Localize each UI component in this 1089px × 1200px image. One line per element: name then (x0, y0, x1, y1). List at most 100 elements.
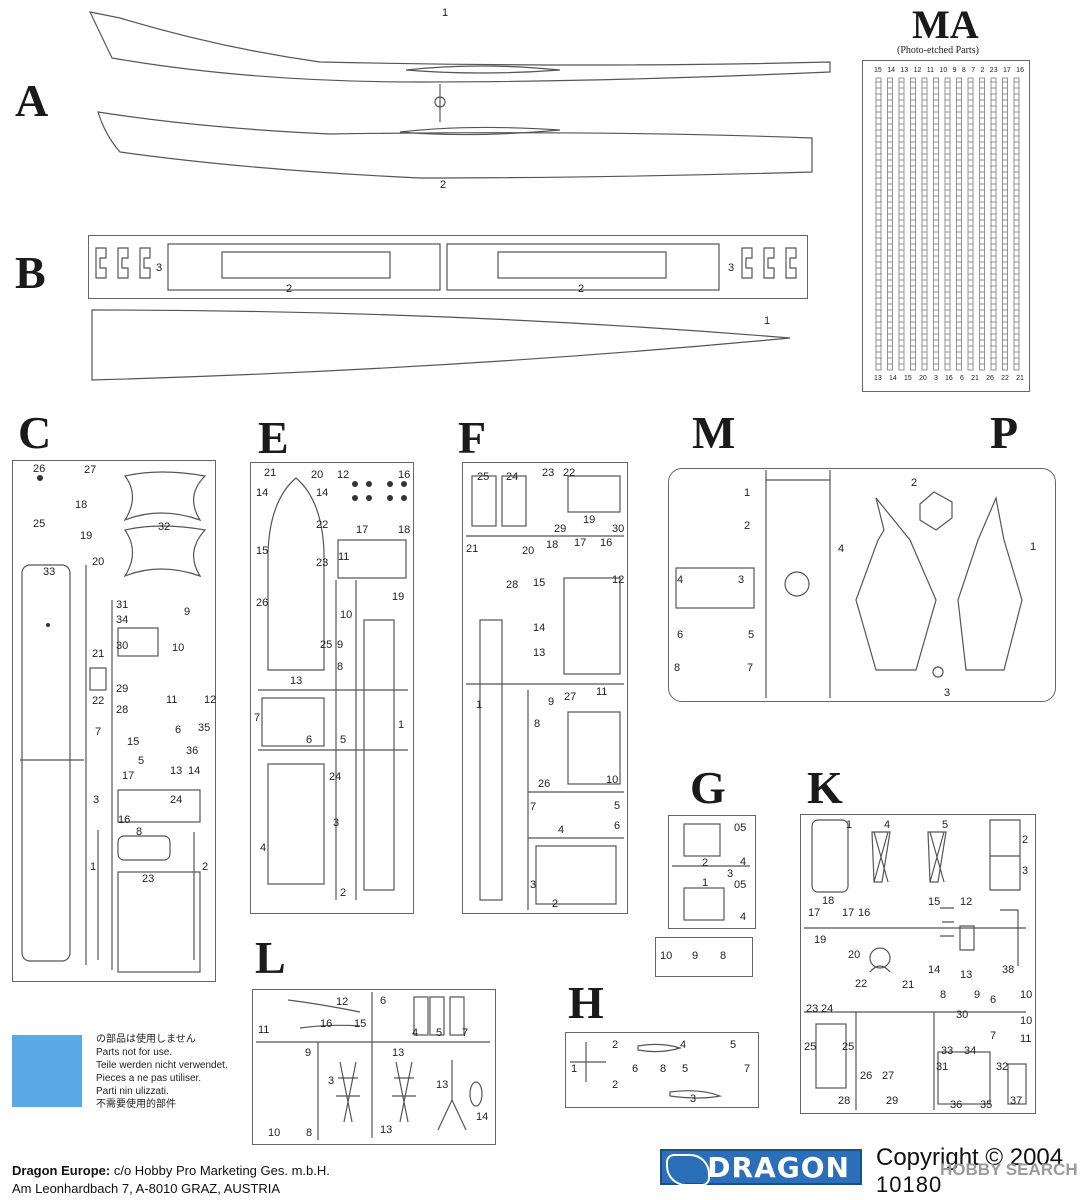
part-label: 14 (476, 1111, 489, 1123)
sprue-letter-h: H (568, 977, 604, 1028)
part-label: 7 (990, 1030, 997, 1042)
part-label: 12 (612, 574, 625, 586)
part-label: 27 (84, 464, 97, 476)
part-label: 19 (392, 591, 405, 603)
part-label: 17 (842, 907, 855, 919)
part-label: 22 (563, 467, 576, 479)
part-label: 36 (186, 745, 199, 757)
part-label: 13 (170, 765, 183, 777)
part-label: 2 (578, 283, 585, 295)
part-label: 2 (702, 857, 709, 869)
part-label: 3 (690, 1093, 697, 1105)
part-label: 13 (380, 1124, 393, 1136)
part-label: 24 (506, 471, 519, 483)
part-label: 26 (860, 1070, 873, 1082)
part-label: 15 (127, 736, 140, 748)
part-label: 20 (92, 556, 105, 568)
part-label: 8 (534, 718, 541, 730)
part-label: 15 (256, 545, 269, 557)
part-label: 18 (822, 895, 835, 907)
ma-number: 21 (971, 375, 979, 382)
part-label: 34 (116, 614, 129, 626)
part-label: 7 (530, 801, 537, 813)
legend-line-fr: Pieces a ne pas utiliser. (96, 1073, 202, 1084)
part-label: 26 (33, 463, 46, 475)
sprue-l-frame (252, 989, 496, 1145)
part-label: 6 (380, 995, 387, 1007)
ma-subtitle: (Photo-etched Parts) (897, 45, 979, 56)
part-label: 13 (392, 1047, 405, 1059)
part-label: 9 (692, 950, 699, 962)
part-label: 22 (855, 978, 868, 990)
sprue-letter-m: M (692, 407, 736, 458)
part-label: 1 (846, 819, 853, 831)
part-label: 8 (720, 950, 727, 962)
part-label: 1 (1030, 541, 1037, 553)
part-label: 33 (43, 566, 56, 578)
ma-number: 20 (918, 375, 927, 382)
part-label: 3 (727, 868, 734, 880)
part-label: 24 (170, 794, 183, 806)
part-label: 05 (734, 822, 747, 834)
part-label: 05 (734, 879, 747, 891)
part-label: 2 (1022, 834, 1029, 846)
part-label: 15 (928, 896, 941, 908)
part-label: 25 (477, 471, 490, 483)
part-label: 20 (311, 469, 324, 481)
part-label: 8 (674, 662, 681, 674)
part-label: 4 (740, 911, 747, 923)
part-label: 2 (286, 283, 293, 295)
part-label: 1 (398, 719, 405, 731)
footer-company-care-of: c/o Hobby Pro Marketing Ges. m.b.H. (110, 1163, 330, 1178)
part-label: 9 (184, 606, 191, 618)
part-label: 10 (660, 950, 673, 962)
sprue-letter-f: F (458, 412, 487, 463)
part-label: 1 (90, 861, 97, 873)
part-label: 5 (138, 755, 145, 767)
ma-number: 9 (952, 67, 957, 74)
sprue-letter-p: P (990, 407, 1019, 458)
footer-company-line: Dragon Europe: c/o Hobby Pro Marketing G… (12, 1162, 330, 1180)
part-label: 4 (558, 824, 565, 836)
part-label: 10 (1020, 1015, 1033, 1027)
part-label: 1 (476, 699, 483, 711)
ma-number: 21 (1016, 375, 1024, 382)
part-label: 11 (258, 1024, 270, 1036)
part-label: 2 (612, 1039, 619, 1051)
copyright: Copyright © 2004 (876, 1144, 1064, 1171)
legend-swatch (12, 1035, 82, 1107)
part-label: 3 (1022, 865, 1029, 877)
ma-number: 11 (926, 67, 935, 74)
part-label: 20 (522, 545, 535, 557)
part-label: 2 (340, 887, 347, 899)
ma-number: 16 (945, 375, 953, 382)
part-label: 2 (911, 477, 918, 489)
part-label: 28 (506, 579, 519, 591)
part-label: 2 (202, 861, 209, 873)
part-label: 29 (116, 683, 129, 695)
part-label: 10 (340, 609, 353, 621)
part-label: 18 (546, 539, 559, 551)
part-label: 18 (398, 524, 411, 536)
part-label: 2 (440, 179, 447, 191)
part-label: 1 (744, 487, 751, 499)
sprue-letter-c: C (18, 407, 52, 458)
part-label: 5 (682, 1063, 689, 1075)
part-label: 25 (842, 1041, 855, 1053)
part-label: 21 (902, 979, 915, 991)
sprue-e-frame (250, 462, 414, 914)
part-label: 14 (256, 487, 269, 499)
part-label: 3 (156, 262, 163, 274)
ma-number: 16 (1016, 67, 1024, 74)
part-label: 4 (838, 543, 845, 555)
part-label: 29 (886, 1095, 899, 1107)
part-label: 8 (136, 826, 143, 838)
part-label: 23 (316, 557, 329, 569)
ma-number: 14 (887, 67, 895, 74)
part-label: 21 (92, 648, 105, 660)
sprue-letter-l: L (255, 932, 286, 983)
part-label: 9 (974, 989, 981, 1001)
part-label: 3 (738, 574, 745, 586)
part-label: 28 (838, 1095, 851, 1107)
ma-number: 22 (1001, 375, 1009, 382)
